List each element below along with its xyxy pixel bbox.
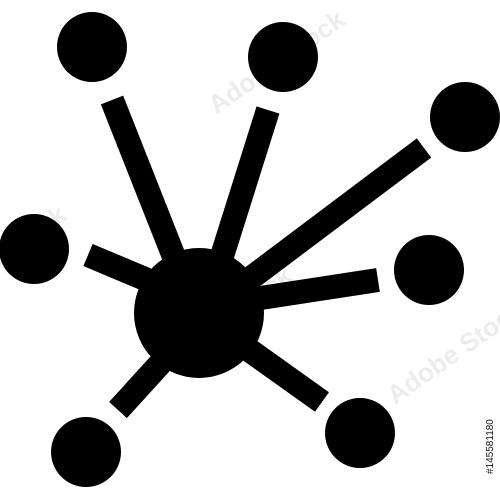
node-right bbox=[394, 235, 464, 305]
node-top bbox=[248, 22, 318, 92]
node-top-right bbox=[430, 82, 500, 152]
hub-node bbox=[134, 248, 264, 378]
node-bottom-right bbox=[325, 398, 395, 468]
stock-id-label: #145581180 bbox=[485, 419, 496, 474]
network-graphic bbox=[0, 12, 500, 487]
node-left bbox=[0, 214, 69, 284]
node-top-left bbox=[57, 12, 127, 82]
node-bottom-left bbox=[51, 417, 121, 487]
watermark-text: Adobe Stock bbox=[381, 294, 500, 410]
